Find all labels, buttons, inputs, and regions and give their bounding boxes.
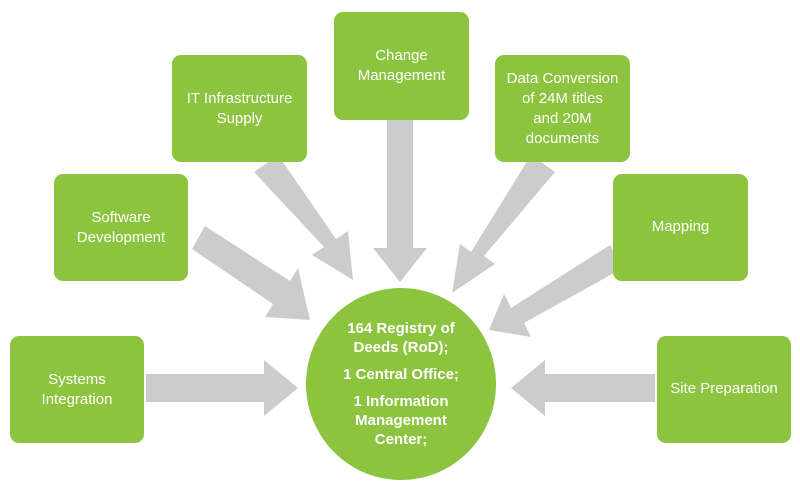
arrow-systems-integration — [146, 360, 298, 416]
node-site-preparation: Site Preparation — [657, 336, 791, 443]
hub-registry-circle: 164 Registry of Deeds (RoD); 1 Central O… — [306, 288, 496, 480]
node-mapping: Mapping — [613, 174, 748, 281]
arrow-data-conversion — [452, 155, 555, 293]
arrow-software-development — [192, 226, 310, 320]
arrow-mapping — [489, 245, 623, 337]
node-software-development: Software Development — [54, 174, 188, 281]
hub-line-central-office: 1 Central Office; — [343, 366, 459, 383]
hub-line-information-center: 1 Information Management Center; — [353, 393, 449, 448]
node-systems-integration: Systems Integration — [10, 336, 144, 443]
node-data-conversion: Data Conversion of 24M titles and 20M do… — [495, 55, 630, 162]
node-change-management: Change Management — [334, 12, 469, 120]
node-it-infrastructure: IT Infrastructure Supply — [172, 55, 307, 162]
arrow-site-preparation — [511, 360, 655, 416]
arrow-change-management — [373, 120, 427, 282]
hub-line-registry: 164 Registry of Deeds (RoD); — [347, 320, 455, 356]
arrow-it-infrastructure — [254, 155, 353, 280]
